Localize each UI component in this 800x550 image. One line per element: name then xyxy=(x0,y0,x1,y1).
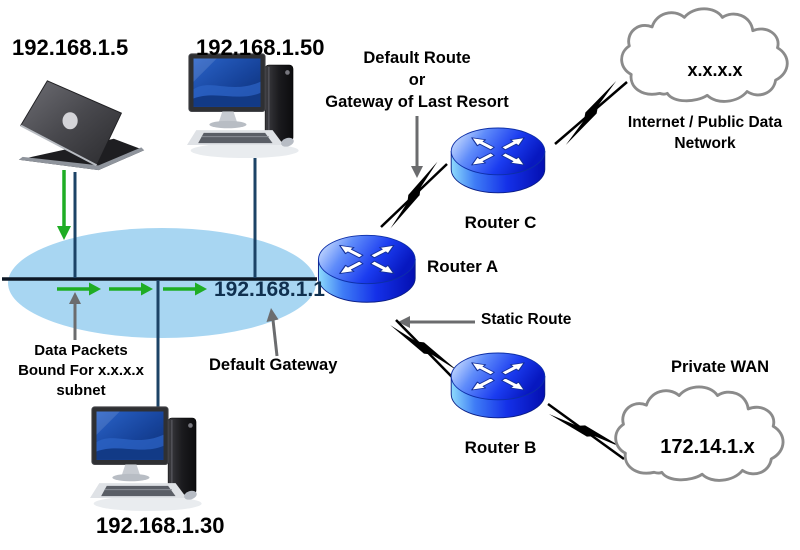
laptop-icon xyxy=(17,79,146,172)
gray-arrow-icon-static-route xyxy=(398,316,475,328)
green-arrow-icon-down xyxy=(57,170,71,240)
default-route-line2: or xyxy=(408,71,426,89)
data-packets-line3: subnet xyxy=(56,382,106,399)
router-b-label: Router B xyxy=(464,438,537,457)
internet-cloud-ip-label: x.x.x.x xyxy=(687,60,743,80)
wan-link-router-c-internet xyxy=(554,80,628,146)
default-gateway-annotation: Default Gateway xyxy=(209,356,338,374)
data-packets-annotation: Data Packets Bound For x.x.x.x subnet xyxy=(0,341,162,401)
data-packets-line2: Bound For x.x.x.x xyxy=(18,362,144,379)
data-packets-line1: Data Packets xyxy=(34,342,128,359)
gray-arrow-icon-default-route xyxy=(411,116,423,178)
cloud-icon-private-wan xyxy=(614,385,785,482)
internet-cloud-caption: Internet / Public Data Network xyxy=(615,112,795,154)
default-route-annotation: Default Route or Gateway of Last Resort xyxy=(317,47,517,113)
green-arrow-icon-flow1 xyxy=(57,282,101,296)
router-a-label: Router A xyxy=(427,257,499,276)
green-arrow-icon-flow2 xyxy=(109,282,153,296)
default-route-line3: Gateway of Last Resort xyxy=(325,93,509,111)
subnet-ellipse xyxy=(8,228,316,338)
gray-arrow-icon-default-gateway xyxy=(266,308,279,357)
laptop-ip-label: 192.168.1.5 xyxy=(12,35,129,60)
router-icon-b xyxy=(450,352,546,419)
router-icon-a xyxy=(317,234,416,303)
wan-link-router-b-private-wan xyxy=(547,401,625,461)
desktop1-ip-label: 192.168.1.50 xyxy=(196,35,325,60)
gateway-ip-label: 192.168.1.1 xyxy=(214,278,325,301)
desktop-computer-icon-1 xyxy=(186,53,300,159)
wan-link-router-a-b xyxy=(390,313,458,383)
wan-link-router-a-c xyxy=(379,161,449,229)
router-icon-c xyxy=(450,127,546,194)
gray-arrow-icon-data-packets xyxy=(69,292,81,340)
router-c-label: Router C xyxy=(464,213,537,232)
default-route-line1: Default Route xyxy=(363,49,471,67)
internet-caption-line2: Network xyxy=(674,135,736,152)
desktop-computer-icon-2 xyxy=(89,406,203,512)
internet-caption-line1: Internet / Public Data xyxy=(627,114,783,131)
static-route-annotation: Static Route xyxy=(481,311,572,328)
private-wan-label: Private WAN xyxy=(670,358,770,376)
cloud-icon-internet xyxy=(620,7,789,103)
desktop2-ip-label: 192.168.1.30 xyxy=(96,513,225,538)
private-wan-ip-label: 172.14.1.x xyxy=(660,436,755,458)
green-arrow-icon-flow3 xyxy=(163,282,207,296)
